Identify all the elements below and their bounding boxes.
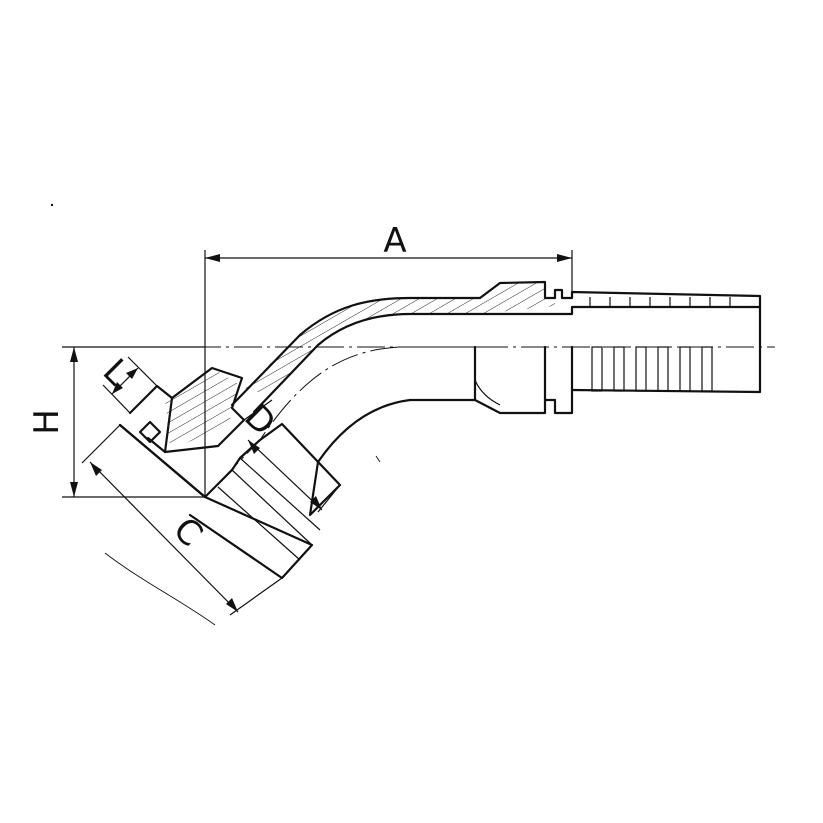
dim-l-ext-1 <box>127 356 158 387</box>
dim-h-arrow-top <box>70 347 78 362</box>
upper-inner-contour <box>252 305 762 414</box>
bent-centerline <box>204 346 480 498</box>
dimension-h: H <box>27 346 205 498</box>
flange-shoulder <box>118 422 342 517</box>
collar-edge <box>217 486 301 561</box>
dim-h-arrow-bottom <box>70 482 78 497</box>
dim-c-arrow-2 <box>226 598 238 612</box>
upper-wall-hatch <box>245 282 555 395</box>
dim-d-arrow-2 <box>310 496 322 510</box>
stray-marks <box>50 203 381 463</box>
collar-inner <box>239 457 321 531</box>
collar-block <box>188 495 314 580</box>
dim-d-arrow-1 <box>248 440 260 454</box>
tail-ridges-lower <box>591 346 713 392</box>
lower-fillet <box>474 379 501 406</box>
collar-edge-2 <box>231 469 313 546</box>
flange-body-contour <box>128 366 246 454</box>
dim-a-arrow-right <box>557 254 572 262</box>
dim-c-ext-2 <box>229 577 283 616</box>
upper-outer-contour <box>230 280 762 407</box>
dim-c-label: C <box>165 510 210 555</box>
tail-lower-contour <box>570 345 762 394</box>
nut-groove <box>543 345 574 415</box>
flange-head <box>104 366 342 626</box>
tube-exterior-lower <box>316 345 762 464</box>
mould-line <box>104 552 216 626</box>
lower-outer-contour <box>316 345 477 464</box>
dim-d-line <box>247 439 323 511</box>
dim-c-line <box>89 461 239 613</box>
dim-c-ext-1 <box>81 424 121 464</box>
dim-l-arrow-1 <box>126 368 138 379</box>
dim-c-arrow-1 <box>90 462 102 476</box>
dim-l-arrow-2 <box>112 382 123 394</box>
o-ring-groove <box>138 420 162 444</box>
dim-l-ext-2 <box>102 384 131 414</box>
dimension-l: L <box>95 351 158 414</box>
dim-a-label: A <box>383 221 406 261</box>
flange-inner-step <box>163 396 174 454</box>
flange-body-hatch <box>165 368 240 450</box>
dim-a-arrow-left <box>205 254 220 262</box>
dim-h-label: H <box>27 409 67 435</box>
dim-d-label: D <box>236 397 283 444</box>
dim-d-ext-1 <box>243 399 273 421</box>
dimension-c: C <box>81 424 283 616</box>
ferrule-step <box>473 345 547 415</box>
dimension-a: A <box>204 221 573 497</box>
tube-section-upper <box>230 280 762 414</box>
dim-d-ext-2 <box>317 484 341 513</box>
tail-ridges-upper <box>589 297 731 307</box>
